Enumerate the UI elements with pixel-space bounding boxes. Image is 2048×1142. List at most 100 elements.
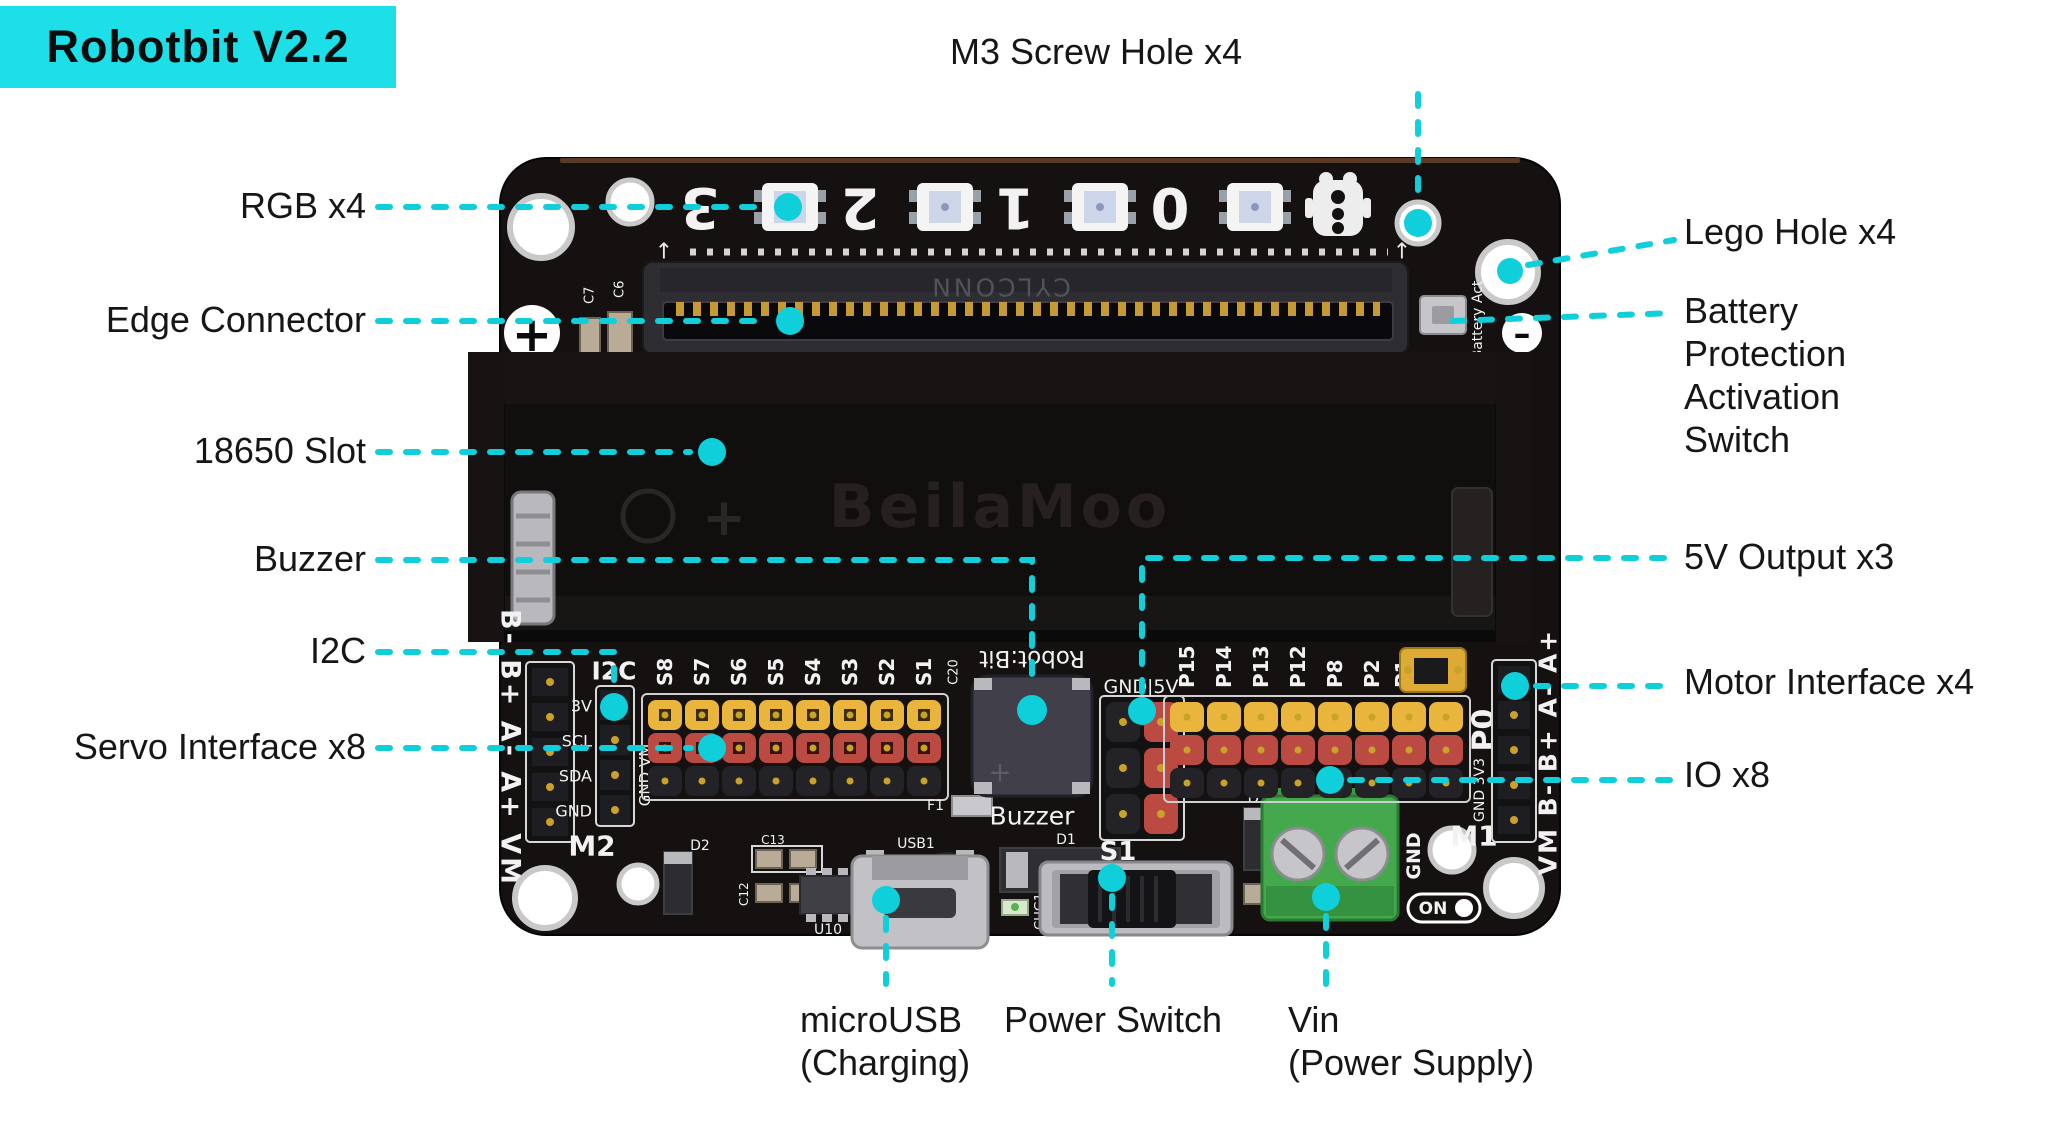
callout-battery-protection-switch: Battery Protection Activation Switch (1684, 289, 1846, 461)
callout-battery-line3: Activation (1684, 376, 1841, 417)
callout-microusb: microUSB (Charging) (800, 998, 970, 1084)
svg-text:S3: S3 (838, 658, 862, 686)
leader-line-5v (1139, 555, 1677, 695)
usb1-silkscreen: USB1 (897, 836, 935, 852)
callout-m3-screw-hole: M3 Screw Hole x4 (950, 31, 1243, 72)
battery-minus-mark: – (1502, 313, 1542, 354)
leader-dot-motor (1501, 672, 1529, 700)
leader-dot-microusb (872, 886, 900, 914)
m1-silkscreen: M1 (1450, 820, 1497, 853)
svg-text:S4: S4 (801, 658, 825, 686)
c13-silkscreen: C13 (761, 833, 785, 847)
svg-text:P8: P8 (1323, 659, 1347, 688)
lego-hole-top-left (507, 193, 575, 261)
callout-buzzer: Buzzer (253, 538, 366, 579)
i2c-header: I2C 3V SCL SDA GND GND VM (555, 657, 654, 827)
d2-silkscreen: D2 (690, 838, 710, 854)
callout-rgb: RGB x4 (239, 185, 366, 226)
servo-gnd-row-black (648, 766, 941, 796)
c20-silkscreen: C20 (947, 659, 962, 685)
leader-lines (375, 91, 1677, 987)
svg-text:S6: S6 (727, 658, 751, 686)
battery-holder-brand: BeilaMoo (829, 472, 1171, 542)
svg-text:P2: P2 (1360, 659, 1384, 688)
lego-hole-bottom-right (1483, 857, 1545, 919)
arrow-up-left: ↑ (655, 240, 673, 265)
io-power-row-red (1170, 735, 1463, 765)
jumper-block (1399, 647, 1467, 693)
buzzer-silkscreen: Buzzer (990, 802, 1076, 831)
leader-dot-i2c (600, 693, 628, 721)
rgb-led (909, 183, 981, 231)
m3-hole-bottom-left (616, 862, 660, 906)
leader-line-battery-switch (1449, 310, 1677, 324)
callout-vin-line1: Vin (1288, 999, 1340, 1040)
battery-flat-contact (1451, 487, 1493, 617)
f1-silkscreen: F1 (927, 798, 944, 814)
fuse (951, 795, 993, 817)
leader-dot-servo (698, 734, 726, 762)
holder-plus-mark: + (702, 488, 746, 548)
servo-signal-row-yellow (648, 700, 941, 730)
svg-text:P15: P15 (1175, 646, 1199, 689)
rgb-led (1219, 183, 1291, 231)
callout-power-switch: Power Switch (1004, 999, 1223, 1040)
edge-connector-component: ↑ ↑ CYLCONN (642, 240, 1411, 355)
rgb-led (1064, 183, 1136, 231)
svg-text:P13: P13 (1249, 646, 1273, 689)
arrow-up-right: ↑ (1393, 240, 1411, 265)
leader-dot-rgb (774, 193, 802, 221)
svg-text:S5: S5 (764, 658, 788, 686)
callout-5v-output: 5V Output x3 (1684, 536, 1895, 577)
leader-line-lego (1525, 237, 1677, 268)
d1-silkscreen: D1 (1056, 832, 1076, 848)
svg-text:P12: P12 (1286, 646, 1310, 689)
gnd-3v3-silkscreen: GND 3V3 (1472, 758, 1488, 822)
leader-dot-lego (1497, 258, 1523, 284)
callout-microusb-line1: microUSB (800, 999, 963, 1040)
edge-connector-brand: CYLCONN (929, 273, 1071, 302)
svg-text:–: – (1514, 314, 1531, 354)
motor-header-m2 (525, 661, 575, 843)
callout-18650-slot: 18650 Slot (193, 430, 366, 471)
callout-vin: Vin (Power Supply) (1288, 998, 1534, 1084)
leader-dot-5v (1128, 697, 1156, 725)
rgb-leds (754, 183, 1291, 231)
edge-connector-slot (662, 301, 1394, 341)
led-number-2: 2 (841, 175, 880, 240)
leader-dot-edge-connector (776, 307, 804, 335)
callout-battery-line2: Protection (1684, 333, 1847, 374)
callout-microusb-line2: (Charging) (800, 1042, 971, 1083)
servo-power-row-red (648, 733, 941, 763)
buzzer-plus-mark: + (988, 756, 1011, 789)
c6-silkscreen: C6 (613, 281, 628, 298)
leader-dot-io (1316, 766, 1344, 794)
c7-silkscreen: C7 (583, 287, 598, 304)
battery-activation-switch: Battery Act (1419, 280, 1486, 359)
c12-silkscreen: C12 (737, 882, 751, 906)
io-column-labels: P15 P14 P13 P12 P8 P2 P1 (1175, 646, 1415, 689)
callout-edge-connector: Edge Connector (105, 299, 366, 340)
leader-line-buzzer (375, 557, 1035, 693)
robot-icon (1305, 172, 1371, 236)
gnd-terminal-silkscreen: GND (1403, 832, 1425, 879)
svg-text:S2: S2 (875, 658, 899, 686)
led-number-0: 0 (1151, 175, 1190, 240)
svg-text:S8: S8 (653, 658, 677, 686)
battery-spring-contact (510, 490, 556, 626)
svg-text:S7: S7 (690, 658, 714, 686)
m3-hole-top-left (605, 177, 655, 227)
capacitors-c7-c6: C7 C6 (579, 281, 633, 359)
callout-i2c: I2C (309, 630, 366, 671)
svg-text:S1: S1 (912, 658, 936, 686)
on-indicator: ON (1406, 892, 1482, 924)
leader-dot-vin (1312, 883, 1340, 911)
lego-hole-bottom-left (512, 865, 578, 931)
leader-line-i2c (375, 649, 617, 689)
callout-io: IO x8 (1684, 754, 1771, 795)
leader-dot-m3 (1404, 209, 1432, 237)
servo-column-labels: S8 S7 S6 S5 S4 S3 S2 S1 (653, 658, 936, 686)
holder-hole-mark (620, 488, 676, 544)
